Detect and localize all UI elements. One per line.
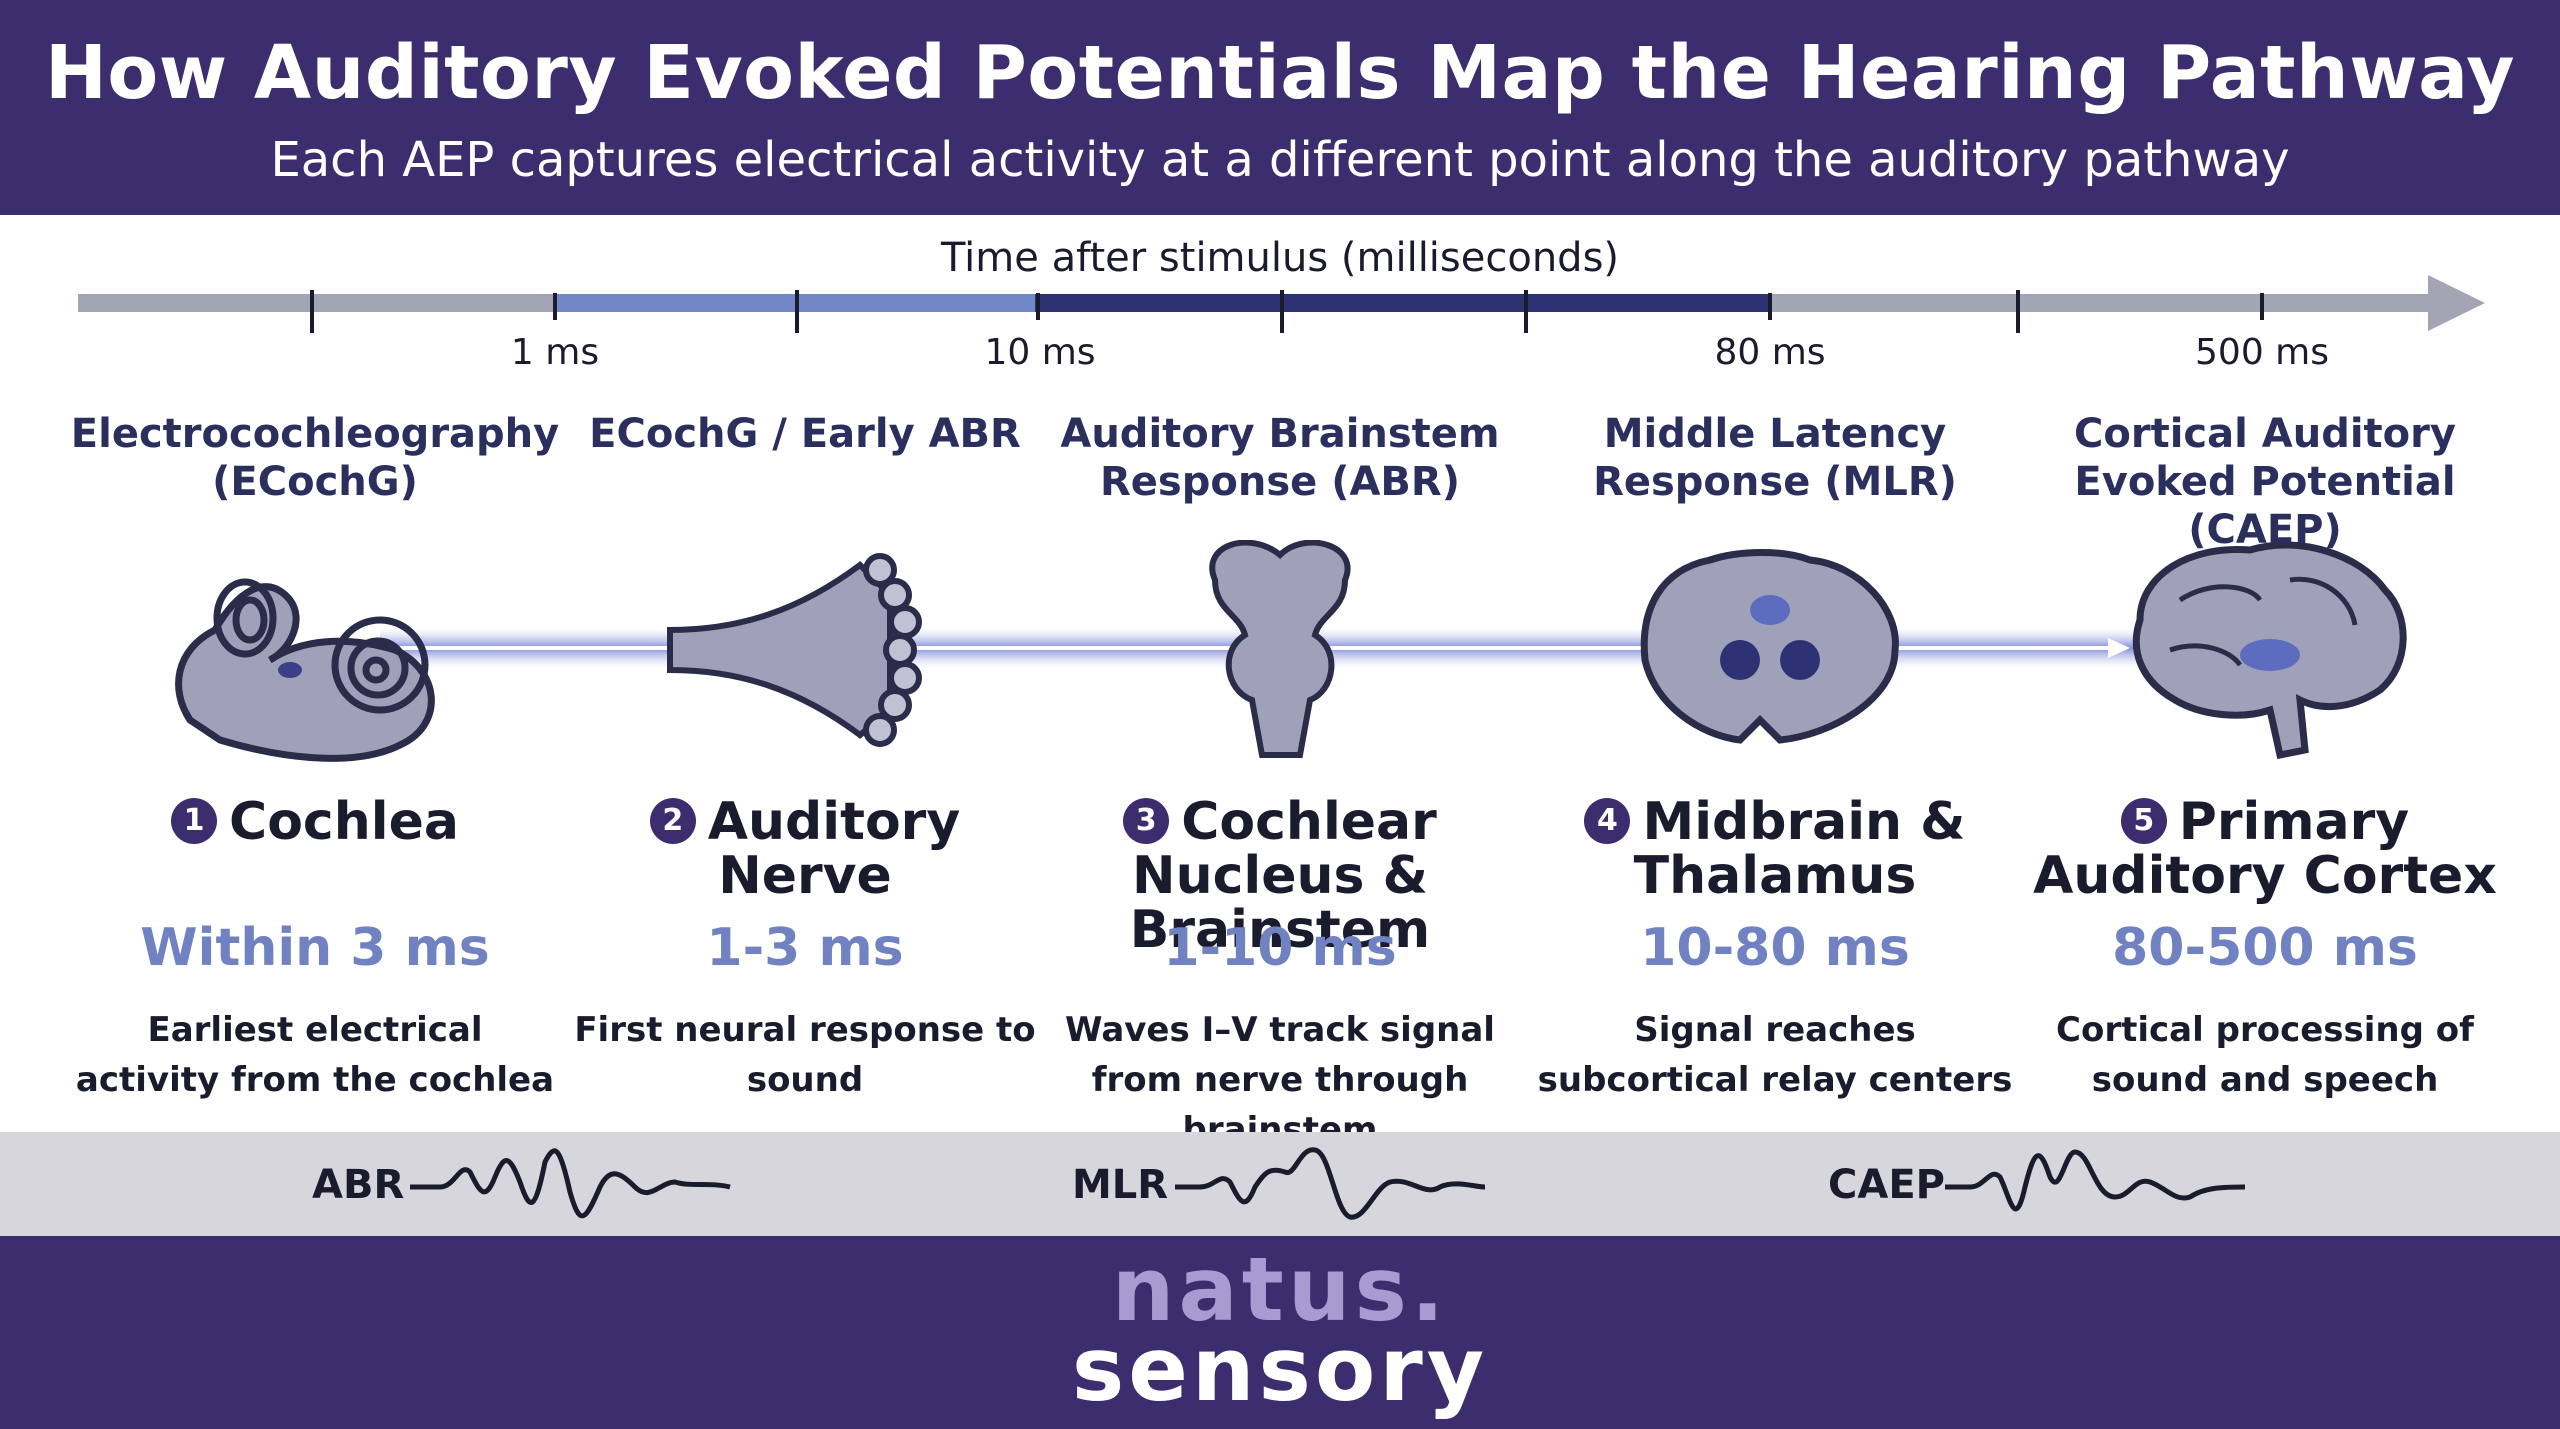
time-axis: Time after stimulus (milliseconds) 1 ms … xyxy=(0,215,2560,415)
brand-logo-natus: natus. xyxy=(1111,1238,1449,1341)
technique-label: Middle Latency Response (MLR) xyxy=(1593,411,1957,505)
waveform-label-mlr: MLR xyxy=(1072,1162,1169,1208)
technique-label: Electrocochleography (ECochG) xyxy=(70,411,560,505)
description: Earliest electrical activity from the co… xyxy=(75,1010,555,1100)
latency-label: 80-500 ms xyxy=(2112,918,2418,978)
page-subtitle: Each AEP captures electrical activity at… xyxy=(270,132,2290,188)
brand-logo-sensory: sensory xyxy=(1071,1318,1489,1421)
midbrain-icon xyxy=(1640,549,1899,744)
waveform-band: ABR MLR CAEP xyxy=(0,1132,2560,1236)
description: Cortical processing of sound and speech xyxy=(2056,1010,2474,1100)
step-number-badge: 1 xyxy=(171,798,218,844)
auditory-nerve-icon xyxy=(667,553,922,747)
tick-500ms: 500 ms xyxy=(2195,332,2329,373)
tick-80ms: 80 ms xyxy=(1714,332,1826,373)
latency-label: 1-3 ms xyxy=(706,918,904,978)
time-axis-arrow xyxy=(78,275,2485,333)
location-text: Primary Auditory Cortex xyxy=(2033,792,2497,906)
abr-waveform-icon xyxy=(410,1148,731,1219)
technique-label: ECochG / Early ABR xyxy=(589,411,1021,457)
latency-label: Within 3 ms xyxy=(140,918,490,978)
caep-waveform-icon xyxy=(1945,1149,2246,1212)
location-text: Cochlear Nucleus & Brainstem xyxy=(1129,792,1437,960)
location-text: Midbrain & Thalamus xyxy=(1633,792,1966,906)
latency-label: 1-10 ms xyxy=(1163,918,1397,978)
latency-label: 10-80 ms xyxy=(1640,918,1910,978)
page-title: How Auditory Evoked Potentials Map the H… xyxy=(45,30,2515,116)
time-axis-label: Time after stimulus (milliseconds) xyxy=(940,235,1620,281)
description: First neural response to sound xyxy=(574,1010,1036,1100)
step-number-badge: 3 xyxy=(1123,798,1170,844)
header-banner: How Auditory Evoked Potentials Map the H… xyxy=(0,0,2560,215)
tick-10ms: 10 ms xyxy=(984,332,1096,373)
tick-1ms: 1 ms xyxy=(510,332,600,373)
location-text: Cochlea xyxy=(229,792,459,852)
step-number-badge: 2 xyxy=(649,798,696,844)
mlr-waveform-icon xyxy=(1175,1147,1486,1220)
waveform-label-abr: ABR xyxy=(312,1162,405,1208)
signal-pathway xyxy=(175,540,2407,762)
technique-label: Auditory Brainstem Response (ABR) xyxy=(1060,411,1500,505)
step-number-badge: 5 xyxy=(2120,798,2167,844)
waveform-label-caep: CAEP xyxy=(1828,1162,1945,1208)
footer-banner xyxy=(0,1236,2560,1429)
description: Signal reaches subcortical relay centers xyxy=(1537,1010,2013,1100)
location-text: Auditory Nerve xyxy=(707,792,961,906)
brain-cortex-icon xyxy=(2132,541,2407,760)
step-number-badge: 4 xyxy=(1584,798,1631,844)
brainstem-icon xyxy=(1209,540,1351,758)
cochlea-icon xyxy=(175,578,435,762)
technique-label: Cortical Auditory Evoked Potential (CAEP… xyxy=(2074,411,2456,553)
